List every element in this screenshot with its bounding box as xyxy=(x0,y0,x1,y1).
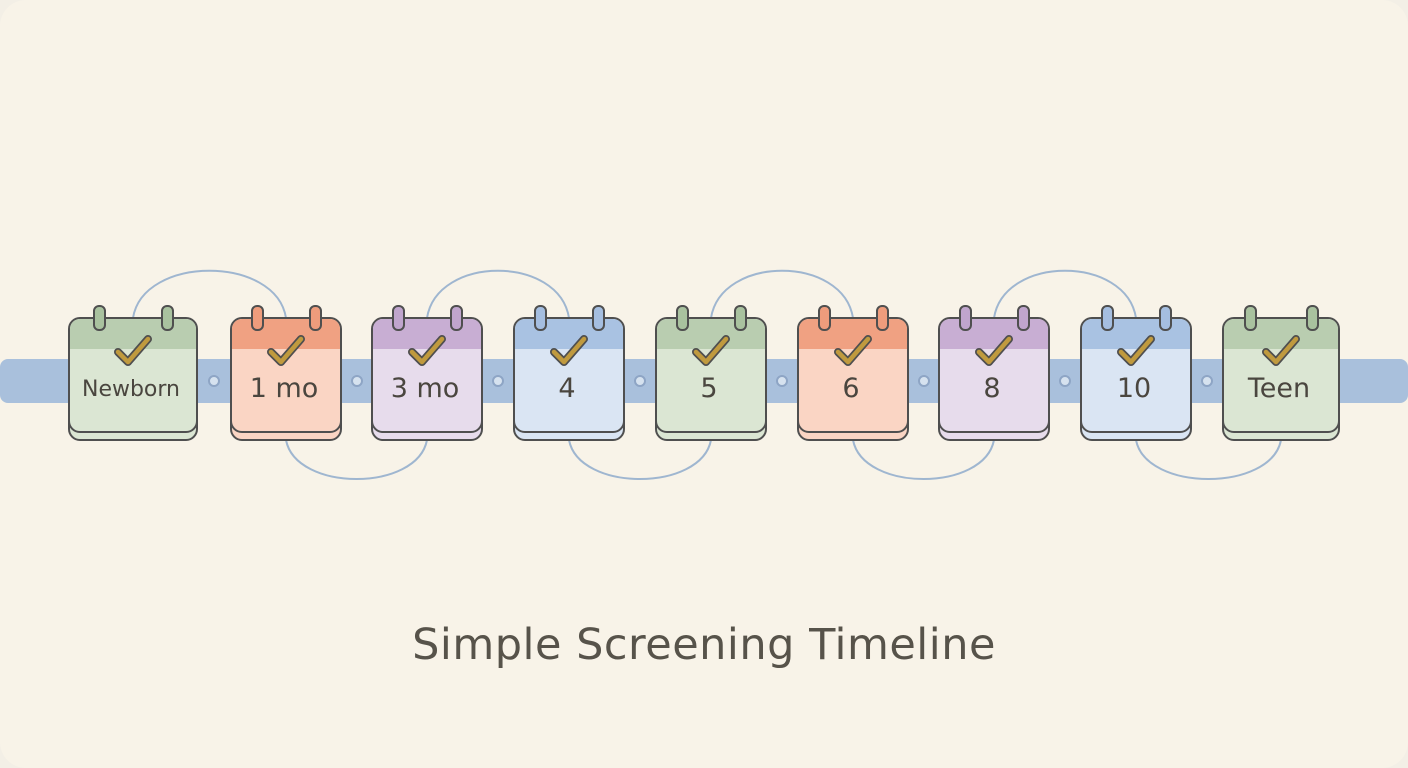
check-icon xyxy=(550,335,588,366)
timeline-node xyxy=(1059,375,1071,387)
calendar-ring-icon xyxy=(817,305,831,331)
calendar-ring-icon xyxy=(1244,305,1258,331)
calendar-page xyxy=(371,317,483,433)
calendar-header xyxy=(1224,319,1338,349)
calendar-ring-icon xyxy=(1305,305,1319,331)
milestone-calendar: 10 xyxy=(1080,305,1192,441)
milestone-label: 6 xyxy=(842,373,860,404)
milestone-calendar: 4 xyxy=(513,305,625,441)
connector-arc xyxy=(993,269,1137,319)
calendar-ring-icon xyxy=(93,305,107,331)
timeline-node xyxy=(776,375,788,387)
calendar-ring-icon xyxy=(309,305,323,331)
calendar-ring-icon xyxy=(1017,305,1031,331)
check-icon xyxy=(975,335,1013,366)
calendar-page xyxy=(68,317,198,433)
milestone-label: 5 xyxy=(700,373,718,404)
connector-arc xyxy=(285,439,428,480)
connector-arc xyxy=(426,269,570,319)
milestone-calendar: 3 mo xyxy=(371,305,483,441)
milestone-label: Teen xyxy=(1247,373,1311,404)
calendar-ring-icon xyxy=(734,305,748,331)
timeline-node xyxy=(492,375,504,387)
calendar-page xyxy=(1222,317,1340,433)
connector-arc xyxy=(1135,439,1282,480)
check-icon xyxy=(692,335,730,366)
calendar-ring-icon xyxy=(1100,305,1114,331)
milestone-calendar: 1 mo xyxy=(230,305,342,441)
milestone-label: Newborn xyxy=(81,377,180,402)
milestone-calendar: Teen xyxy=(1222,305,1340,441)
milestone-calendar: Newborn xyxy=(68,305,198,441)
milestone-label: 10 xyxy=(1116,373,1152,404)
calendar-ring-icon xyxy=(675,305,689,331)
timeline-node xyxy=(634,375,646,387)
calendar-page xyxy=(1080,317,1192,433)
calendar-ring-icon xyxy=(1159,305,1173,331)
connector-arc xyxy=(852,439,995,480)
timeline-node xyxy=(1201,375,1213,387)
calendar-ring-icon xyxy=(250,305,264,331)
check-icon xyxy=(1117,335,1155,366)
check-icon xyxy=(408,335,446,366)
check-icon xyxy=(834,335,872,366)
milestone-calendar: 8 xyxy=(938,305,1050,441)
check-icon xyxy=(114,335,152,366)
connector-arc xyxy=(568,439,712,480)
milestone-label: 1 mo xyxy=(249,373,319,404)
calendar-ring-icon xyxy=(450,305,464,331)
calendar-header xyxy=(70,319,196,349)
calendar-ring-icon xyxy=(876,305,890,331)
calendar-page xyxy=(797,317,909,433)
milestone-label: 4 xyxy=(558,373,576,404)
check-icon xyxy=(267,335,305,366)
connector-arc xyxy=(132,269,287,319)
calendar-page xyxy=(655,317,767,433)
calendar-ring-icon xyxy=(533,305,547,331)
calendar-page xyxy=(230,317,342,433)
calendar-ring-icon xyxy=(958,305,972,331)
milestone-label: 3 mo xyxy=(390,373,460,404)
calendar-ring-icon xyxy=(160,305,174,331)
calendar-ring-icon xyxy=(391,305,405,331)
connector-arc xyxy=(710,269,854,319)
milestone-label: 8 xyxy=(983,373,1001,404)
timeline-node xyxy=(917,375,930,387)
check-icon xyxy=(1262,335,1300,366)
timeline-node xyxy=(208,375,220,387)
calendar-page xyxy=(513,317,625,433)
milestone-calendar: 5 xyxy=(655,305,767,441)
diagram-title: Simple Screening Timeline xyxy=(412,620,996,670)
calendar-ring-icon xyxy=(592,305,606,331)
milestone-calendar: 6 xyxy=(797,305,909,441)
timeline-node xyxy=(350,375,363,387)
